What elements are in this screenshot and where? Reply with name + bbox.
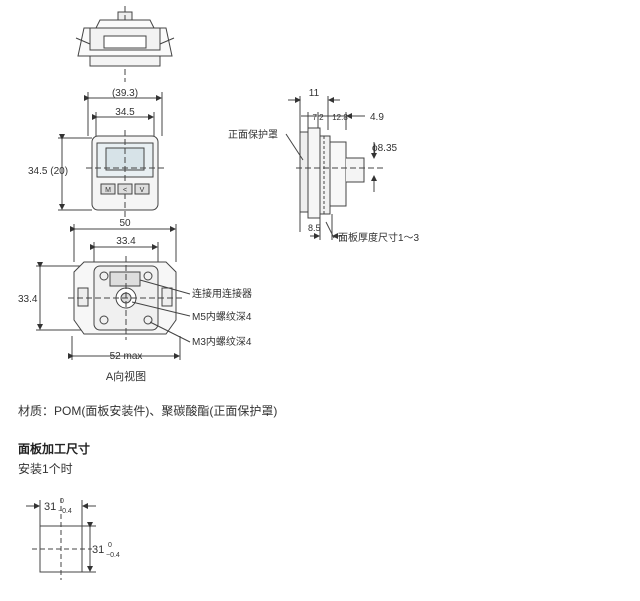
front-cover-label: 正面保护罩 xyxy=(228,128,278,141)
side-offset: 8.5 xyxy=(308,223,321,233)
front-width-outer: (39.3) xyxy=(112,88,138,99)
rear-view: 50 33.4 33.4 52 max 连接用连接器 M5内螺纹深4 M3内螺纹… xyxy=(18,218,252,383)
cutout-width-tol-upper: 0 xyxy=(60,498,64,505)
button-left-label: < xyxy=(123,187,127,194)
rear-height: 33.4 xyxy=(18,294,38,305)
button-m-label: M xyxy=(105,187,111,194)
panel-cutout-drawing: 31 0 −0.4 31 0 −0.4 xyxy=(26,498,120,580)
cutout-height-tol-lower: −0.4 xyxy=(106,552,120,559)
button-down-label: V xyxy=(140,187,145,194)
cutout-height-tol-upper: 0 xyxy=(108,542,112,549)
side-seg-b: 12.8 xyxy=(332,113,348,122)
side-seg-c: 4.9 xyxy=(370,112,384,123)
cutout-height: 31 xyxy=(92,544,104,556)
material-note: 材质：POM(面板安装件)、聚碳酸酯(正面保护罩) xyxy=(18,404,278,418)
cutout-width-tol-lower: −0.4 xyxy=(58,508,72,515)
rear-view-caption: A向视图 xyxy=(106,369,146,383)
cutout-width: 31 xyxy=(44,501,56,513)
front-view: (39.3) 34.5 34.5 (20) M < V xyxy=(28,88,164,218)
side-diameter: ϕ8.35 xyxy=(372,143,398,154)
panel-thickness-label: 面板厚度尺寸1～3 xyxy=(338,231,420,244)
side-view: 11 7.2 12.8 4.9 ϕ8.35 正面保护罩 8.5 面板厚度尺寸1～… xyxy=(228,88,420,244)
m5-label: M5内螺纹深4 xyxy=(192,310,252,323)
front-width-inner: 34.5 xyxy=(115,107,135,118)
connector-label: 连接用连接器 xyxy=(192,287,252,300)
side-seg-a: 7.2 xyxy=(312,113,324,122)
rear-width: 50 xyxy=(119,218,131,229)
cutout-title: 面板加工尺寸 xyxy=(18,442,91,456)
side-total: 11 xyxy=(309,88,320,99)
m3-label: M3内螺纹深4 xyxy=(192,335,252,348)
rear-max-width: 52 max xyxy=(110,351,143,362)
rear-inner-width: 33.4 xyxy=(116,236,136,247)
cutout-subtitle: 安装1个时 xyxy=(18,462,73,476)
top-view xyxy=(75,6,175,82)
front-height: 34.5 (20) xyxy=(28,166,68,177)
